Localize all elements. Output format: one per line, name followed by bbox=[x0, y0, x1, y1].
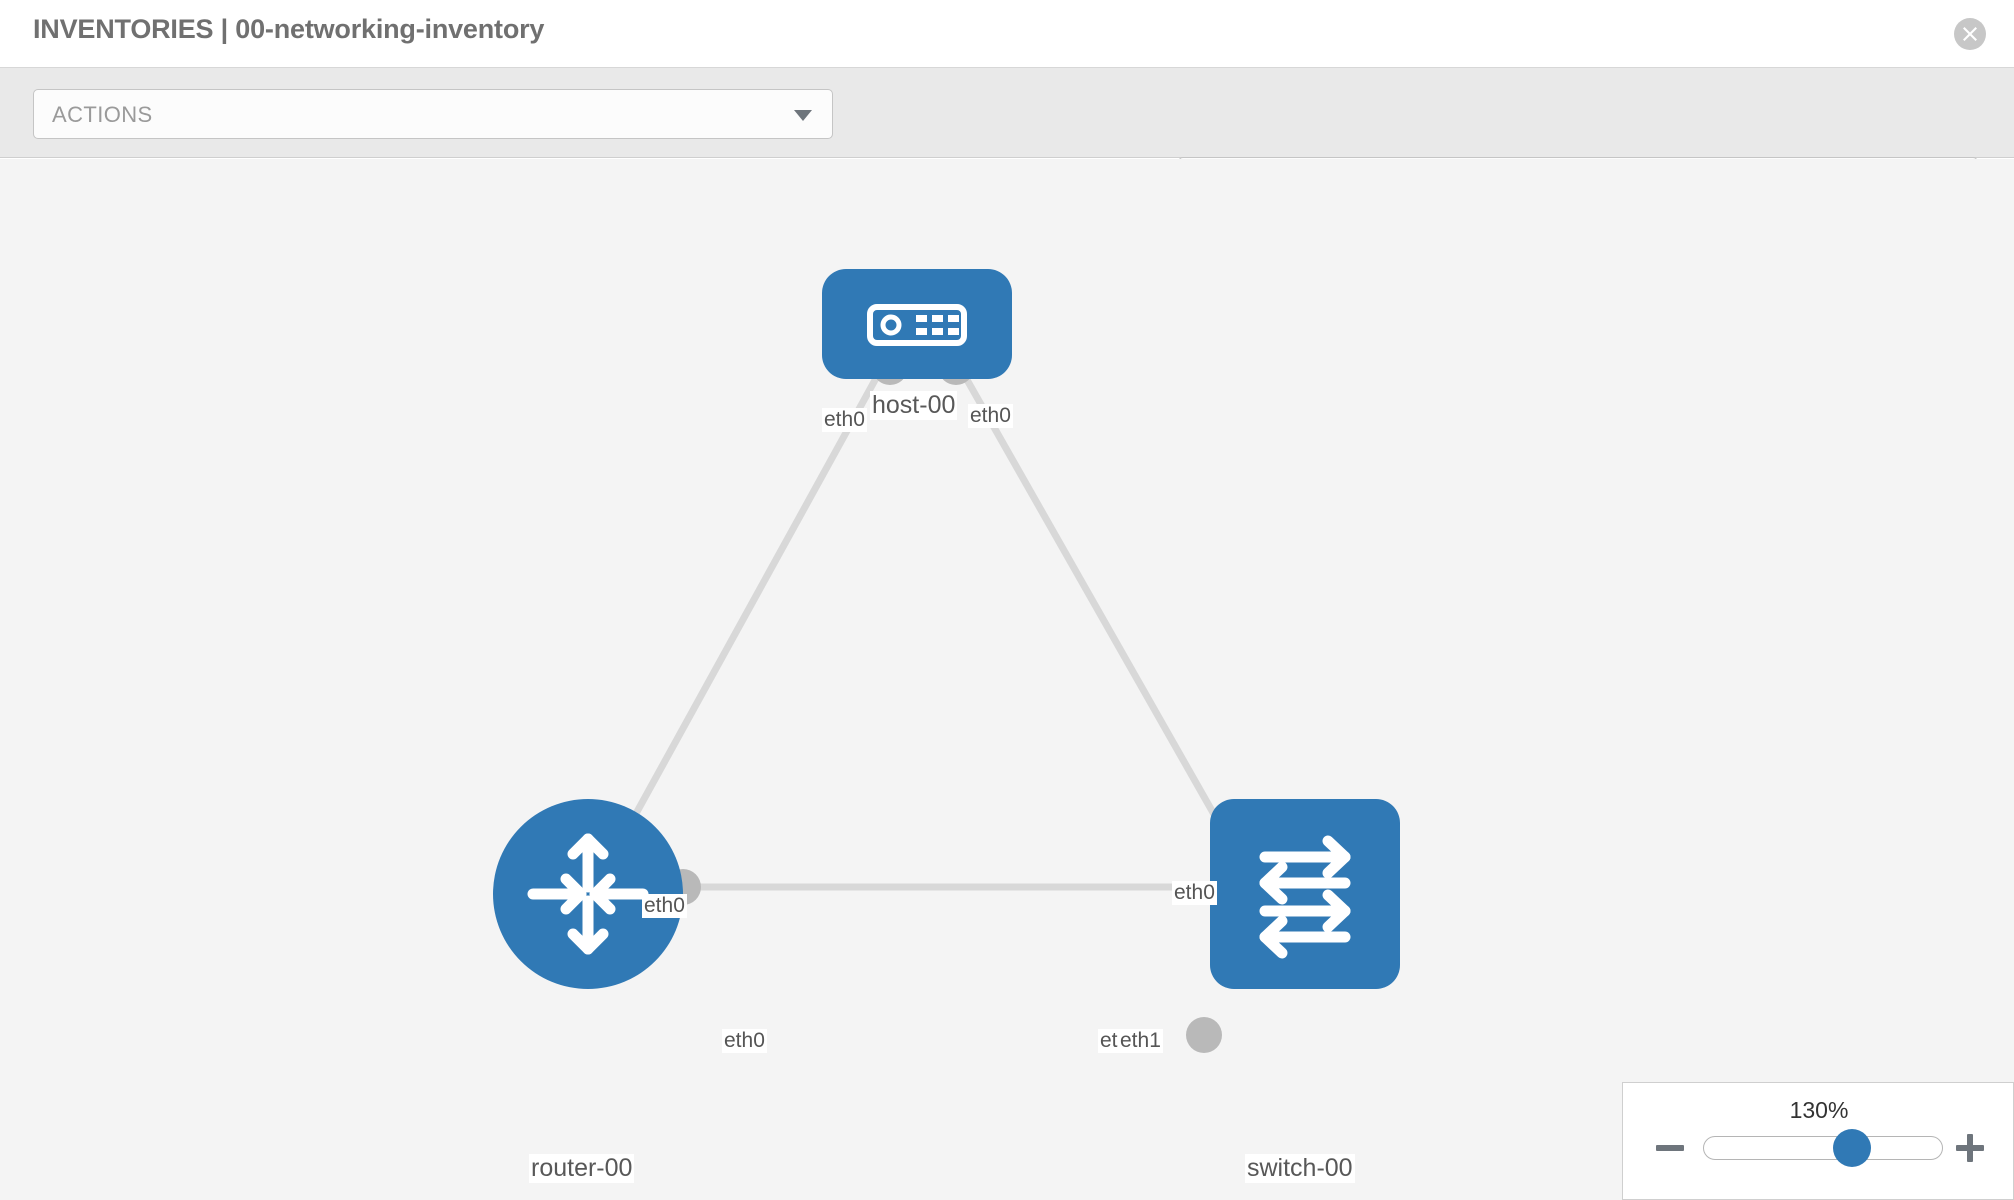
iface-label-host-right: eth0 bbox=[968, 404, 1013, 429]
node-label-host-00: host-00 bbox=[870, 391, 958, 420]
close-icon[interactable] bbox=[1954, 18, 1986, 50]
node-switch-00[interactable] bbox=[1210, 799, 1400, 989]
zoom-control-panel: 130% bbox=[1622, 1082, 2014, 1200]
switch-arrows-icon bbox=[1259, 835, 1351, 959]
plus-icon[interactable] bbox=[1953, 1131, 1987, 1165]
router-arrows-icon bbox=[527, 833, 649, 955]
iface-label-host-left: eth0 bbox=[822, 408, 867, 433]
minus-icon[interactable] bbox=[1653, 1131, 1687, 1165]
node-label-switch-00: switch-00 bbox=[1245, 1154, 1355, 1183]
topology-links bbox=[618, 369, 1232, 891]
iface-label-router-right: eth0 bbox=[722, 1029, 767, 1054]
actions-dropdown-label: ACTIONS bbox=[52, 102, 153, 127]
chevron-down-icon bbox=[794, 110, 812, 121]
node-label-router-00: router-00 bbox=[529, 1154, 635, 1183]
node-host-shape bbox=[822, 269, 1012, 379]
node-switch-shape bbox=[1210, 799, 1400, 989]
iface-label-router-upper: eth0 bbox=[642, 894, 687, 919]
topology-canvas[interactable]: eth0 host-00 eth0 bbox=[0, 159, 2014, 1200]
iface-label-switch-left: eth1 bbox=[1118, 1029, 1163, 1054]
iface-label-switch-upper: eth0 bbox=[1172, 881, 1217, 906]
page-title: INVENTORIES | 00-networking-inventory bbox=[33, 14, 545, 44]
zoom-slider-thumb[interactable] bbox=[1833, 1129, 1871, 1167]
server-icon bbox=[867, 304, 967, 346]
node-host-00[interactable] bbox=[822, 269, 1012, 379]
actions-dropdown[interactable]: ACTIONS bbox=[33, 89, 833, 139]
page-header: INVENTORIES | 00-networking-inventory bbox=[0, 0, 2014, 68]
toolbar: ACTIONS SEARCH bbox=[0, 68, 2014, 207]
zoom-percent-label: 130% bbox=[1789, 1097, 1849, 1123]
port-switch-left[interactable] bbox=[1186, 1017, 1222, 1053]
zoom-slider[interactable] bbox=[1703, 1129, 1943, 1167]
